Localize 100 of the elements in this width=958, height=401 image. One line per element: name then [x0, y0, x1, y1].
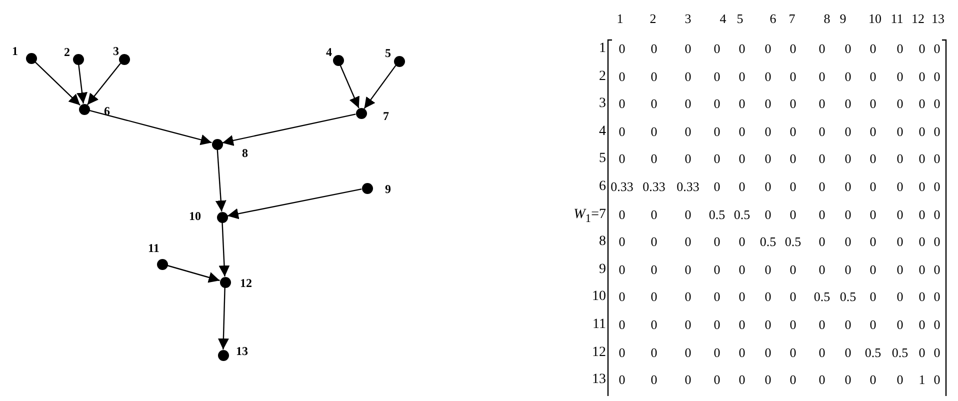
node-number: 11 [148, 241, 160, 255]
matrix-entry: 0 [818, 68, 826, 84]
matrix-entry: 0 [818, 372, 826, 388]
matrix-entry: 0 [684, 206, 692, 222]
matrix-entry: 0 [870, 179, 876, 194]
matrix-entry: 0 [896, 234, 904, 250]
matrix-entry: 0 [818, 317, 826, 332]
matrix-entry: 0 [738, 317, 746, 332]
matrix-entry: 0 [764, 41, 772, 56]
matrix-entry: 0 [818, 206, 826, 222]
matrix-entry: 0 [896, 372, 904, 388]
matrix-entry: 0 [844, 179, 852, 194]
matrix-entry: 0 [618, 234, 626, 250]
matrix-entry: 0 [818, 234, 826, 250]
matrix-entry: 0 [618, 96, 626, 112]
matrix-entry: 0 [650, 206, 658, 222]
row-label: 8 [599, 234, 606, 250]
matrix-entry: 0 [684, 124, 692, 139]
matrix-entry: 0 [650, 124, 658, 139]
matrix-entry: 0 [918, 96, 926, 112]
column-header: 5 [736, 11, 744, 26]
matrix-entry: 0 [618, 317, 626, 332]
matrix-entry: 0 [738, 68, 746, 84]
matrix-entry: 0 [934, 344, 940, 360]
node-number: 4 [326, 45, 332, 59]
matrix-entry: 0.5 [864, 344, 882, 360]
matrix-entry: 0 [738, 344, 746, 360]
matrix-entry: 0 [918, 41, 926, 56]
arrow [227, 188, 362, 220]
matrix-entry: 0 [844, 372, 852, 388]
matrix-entry: 0 [790, 344, 796, 360]
row-label: 5 [599, 151, 606, 166]
column-header: 6 [770, 11, 776, 26]
matrix-entry: 0 [684, 151, 692, 166]
matrix-entry: 0 [764, 317, 772, 332]
matrix-entry: 0 [764, 372, 772, 388]
matrix-entry: 0 [934, 68, 940, 84]
matrix-entry: 0 [618, 289, 626, 304]
matrix-entry: 0 [764, 151, 772, 166]
node-dot [26, 52, 36, 64]
arrow [167, 264, 220, 283]
matrix-entry: 0 [790, 372, 796, 388]
matrix-entry: 0 [934, 41, 940, 56]
matrix-entry: 0 [934, 234, 940, 250]
row-label: 1 [599, 41, 606, 56]
node-number: 2 [64, 45, 70, 59]
matrix-entry: 0 [844, 41, 852, 56]
column-header: 7 [788, 11, 796, 26]
matrix-entry: 0 [844, 317, 852, 332]
matrix-entry: 0 [818, 151, 826, 166]
matrix-entry: 0 [618, 344, 626, 360]
matrix-entry: 0 [918, 344, 926, 360]
matrix-entry: 0 [896, 68, 904, 84]
matrix-entry: 0.33 [642, 179, 666, 194]
matrix-entry: 0 [934, 151, 940, 166]
matrix-entry: 0 [918, 317, 926, 332]
matrix-entry: 0 [714, 68, 720, 84]
matrix-entry: 0 [738, 124, 746, 139]
matrix-entry: 0.5 [760, 234, 776, 250]
matrix-entry: 0 [618, 41, 626, 56]
matrix-entry: 0 [934, 206, 940, 222]
matrix-entry: 0 [790, 41, 796, 56]
row-label: 2 [599, 68, 606, 84]
matrix-entry: 0 [618, 372, 626, 388]
matrix-entry: 0 [764, 96, 772, 112]
matrix-entry: 0 [790, 206, 796, 222]
matrix-entry: 0 [870, 262, 876, 277]
matrix-entry: 0 [896, 206, 904, 222]
matrix-entry: 0 [790, 289, 796, 304]
matrix-entry: 0 [714, 96, 720, 112]
matrix-entry: 0 [714, 179, 720, 194]
matrix-entry: 0 [818, 41, 826, 56]
node-number: 6 [104, 104, 110, 118]
column-header: 1 [616, 11, 624, 26]
matrix-entry: 0 [764, 262, 772, 277]
matrix-entry: 0 [650, 68, 658, 84]
matrix-entry: 0 [844, 124, 852, 139]
matrix-entry: 0 [618, 262, 626, 277]
matrix-entry: 0 [896, 179, 904, 194]
matrix-entry: 0 [738, 151, 746, 166]
row-label: 11 [592, 317, 606, 332]
node-number: 9 [385, 182, 391, 196]
node-number: 7 [383, 109, 389, 123]
matrix-entry: 0 [650, 234, 658, 250]
matrix-entry: 0 [790, 96, 796, 112]
matrix-entry: 0 [934, 124, 940, 139]
node-number: 12 [240, 276, 252, 290]
row-label: 4 [599, 124, 606, 139]
row-label: 12 [592, 344, 606, 360]
matrix-entry: 0 [870, 206, 876, 222]
matrix-entry: 0 [870, 151, 876, 166]
matrix-entry: 0 [684, 262, 692, 277]
matrix-entry: 0 [738, 234, 746, 250]
matrix-entry: 0 [650, 151, 658, 166]
matrix-entry: 0 [790, 179, 796, 194]
arrow [218, 287, 229, 350]
node-dot [362, 182, 372, 194]
matrix-entry: 0 [896, 41, 904, 56]
matrix-entry: 0 [918, 179, 926, 194]
matrix-entry: 0 [844, 151, 852, 166]
